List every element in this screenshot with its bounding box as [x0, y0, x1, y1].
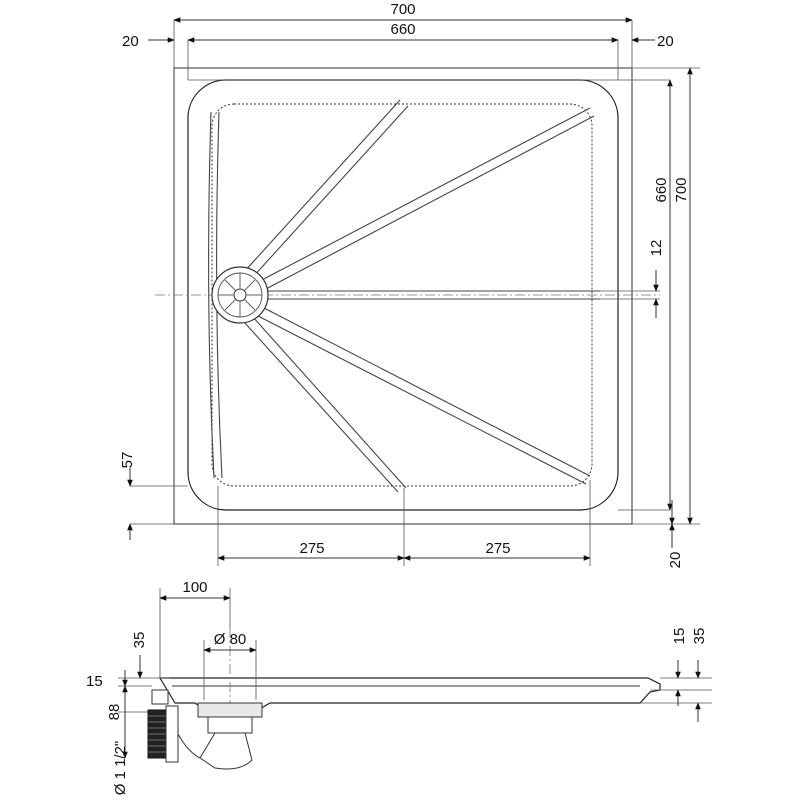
drain-trap	[147, 689, 263, 770]
channel-top-right	[257, 107, 595, 291]
dim-20-bottom: 20	[667, 552, 684, 569]
tray-outer-outline	[173, 67, 633, 525]
dim-35-left: 35	[131, 632, 148, 649]
section-view: 100 Ø 80 35 15 88 Ø 1 1/2" 15 35	[86, 579, 712, 795]
dim-275-left: 275	[299, 540, 324, 557]
dim-80: Ø 80	[214, 631, 247, 648]
dim-700-side: 700	[673, 177, 690, 202]
dim-700-top: 700	[390, 1, 415, 18]
dim-20-right: 20	[657, 33, 674, 50]
dim-100: 100	[182, 579, 207, 596]
dim-660-side: 660	[653, 177, 670, 202]
dim-12: 12	[648, 240, 665, 257]
channel-bottom-right	[257, 307, 591, 485]
tray-section	[158, 677, 661, 711]
tray-basin	[211, 103, 593, 487]
channel-bottom	[243, 315, 407, 493]
drain-grate	[211, 266, 269, 324]
plan-view: 700 660 20 20 660 700 12 20 57 275 275	[119, 1, 700, 568]
dim-57: 57	[119, 452, 136, 469]
dim-15-left: 15	[86, 673, 103, 690]
dim-pipe: Ø 1 1/2"	[112, 741, 129, 796]
dim-660-top: 660	[390, 21, 415, 38]
dim-88: 88	[106, 704, 123, 721]
dim-20-left: 20	[122, 33, 139, 50]
channel-top	[243, 99, 409, 279]
dim-15-right: 15	[671, 628, 688, 645]
dim-275-right: 275	[485, 540, 510, 557]
dim-35-right: 35	[691, 628, 708, 645]
channel-horizontal	[266, 290, 600, 300]
